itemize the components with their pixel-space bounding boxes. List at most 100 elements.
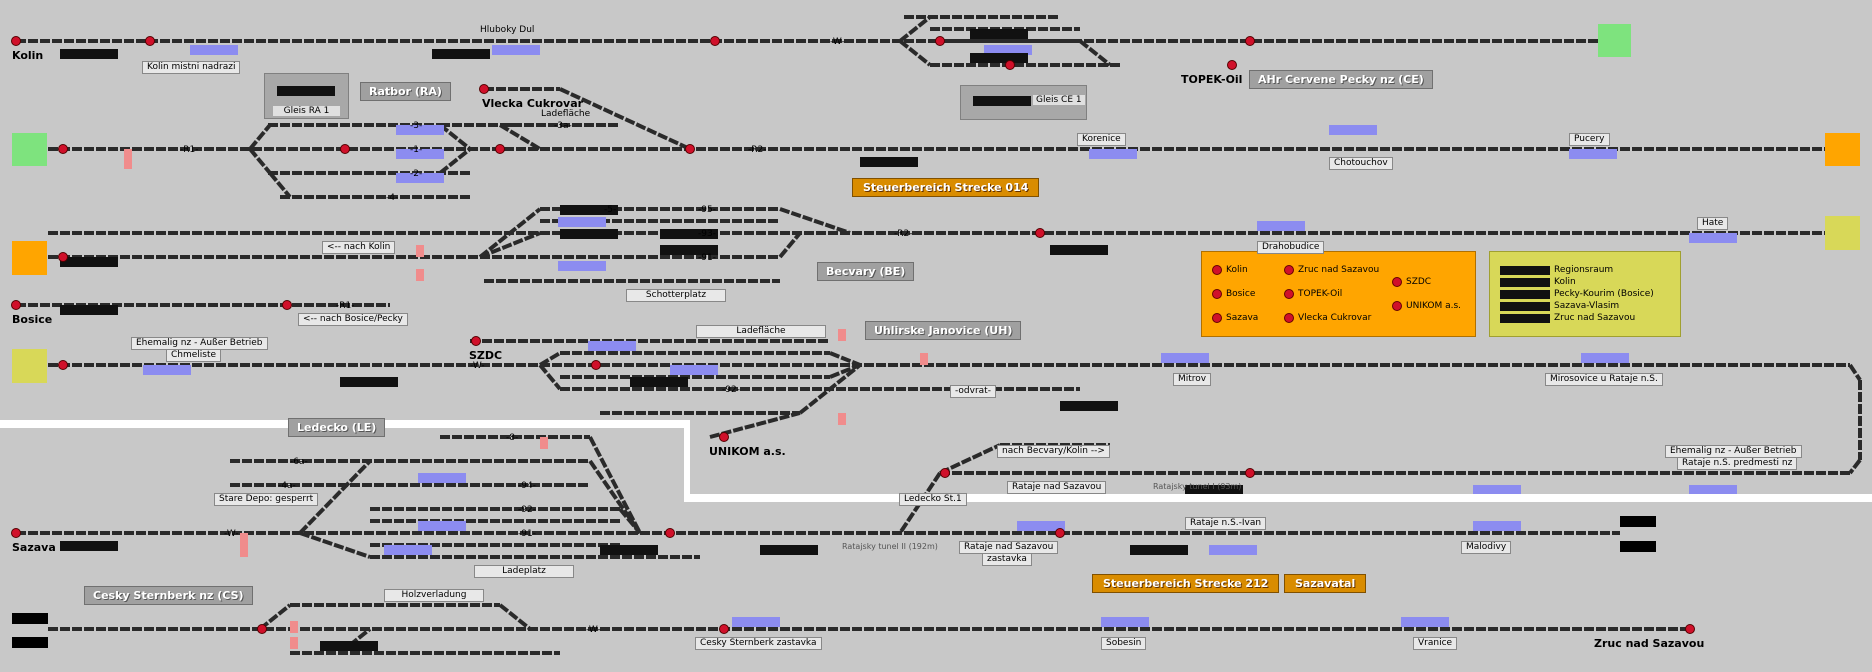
- signal-icon[interactable]: [340, 144, 350, 154]
- signal-icon[interactable]: [471, 336, 481, 346]
- area-ahr[interactable]: AHr Cervene Pecky nz (CE): [1249, 70, 1433, 89]
- legend-label: Bosice: [1226, 289, 1256, 299]
- area-ledecko[interactable]: Ledecko (LE): [288, 418, 386, 437]
- label-ratajsky-1: Ratajsky tunel I (93m): [1153, 482, 1242, 491]
- signal-icon[interactable]: [257, 624, 267, 634]
- rails-layer: [16, 15, 1862, 655]
- end-marker-black[interactable]: [1620, 541, 1656, 552]
- gleis-label: Gleis RA 1: [273, 106, 340, 116]
- signal-icon[interactable]: [1245, 468, 1255, 478]
- end-marker-yellow[interactable]: [1825, 216, 1860, 250]
- track-segment: [438, 147, 472, 175]
- track-block: [320, 641, 378, 651]
- track-block: [432, 49, 490, 59]
- signal-icon[interactable]: [719, 624, 729, 634]
- track-segment: [798, 363, 862, 415]
- signal-icon: [1392, 277, 1402, 287]
- block-pink: [416, 269, 424, 281]
- label-mirosovice: Mirosovice u Rataje n.S.: [1545, 373, 1663, 386]
- label-vranice: Vranice: [1413, 637, 1458, 650]
- signal-icon[interactable]: [940, 468, 950, 478]
- block-blue: [1089, 149, 1137, 159]
- end-marker-yellow[interactable]: [12, 349, 47, 383]
- signal-icon[interactable]: [719, 432, 729, 442]
- track-mark: -92-: [722, 385, 740, 395]
- signal-icon[interactable]: [665, 528, 675, 538]
- label-ledecko-st: Ledecko St.1: [899, 493, 967, 506]
- legend-item: Regionsraum: [1500, 265, 1613, 275]
- end-marker-orange[interactable]: [12, 241, 47, 275]
- strecke-212[interactable]: Steuerbereich Strecke 212: [1092, 574, 1280, 593]
- signal-icon[interactable]: [11, 300, 21, 310]
- gleis-ce1[interactable]: Gleis CE 1: [960, 85, 1087, 120]
- block-blue: [984, 45, 1032, 55]
- legend-orange: [1201, 251, 1476, 337]
- signal-icon[interactable]: [11, 36, 21, 46]
- signal-icon[interactable]: [1005, 60, 1015, 70]
- track-block: [60, 49, 118, 59]
- station-sazava[interactable]: Sazava: [12, 541, 56, 554]
- block-blue: [384, 545, 432, 555]
- station-vlecka[interactable]: Vlecka Cukrovar: [482, 97, 584, 110]
- end-marker-green[interactable]: [12, 133, 47, 166]
- signal-icon[interactable]: [58, 144, 68, 154]
- block-layer: [60, 29, 1737, 651]
- signal-icon[interactable]: [495, 144, 505, 154]
- signal-icon[interactable]: [58, 360, 68, 370]
- signal-icon[interactable]: [1055, 528, 1065, 538]
- end-marker-black[interactable]: [1620, 516, 1656, 527]
- track-block: [1050, 245, 1108, 255]
- track-segment: [939, 443, 1001, 475]
- strecke-sazavatal[interactable]: Sazavatal: [1284, 574, 1367, 593]
- strecke-014[interactable]: Steuerbereich Strecke 014: [852, 178, 1040, 197]
- block-blue: [396, 173, 444, 183]
- block-pink: [240, 533, 248, 545]
- end-marker-green[interactable]: [1598, 24, 1631, 57]
- area-becvary[interactable]: Becvary (BE): [817, 262, 915, 281]
- station-zruc[interactable]: Zruc nad Sazavou: [1594, 637, 1705, 650]
- area-ratbor[interactable]: Ratbor (RA): [360, 82, 451, 101]
- label-ratajsky-2: Ratajsky tunel II (192m): [842, 542, 938, 551]
- legend-item: Kolin: [1212, 265, 1248, 275]
- area-sternberk[interactable]: Cesky Sternberk nz (CS): [84, 586, 253, 605]
- label-nach-becvary: nach Becvary/Kolin -->: [997, 445, 1110, 458]
- signal-icon[interactable]: [11, 528, 21, 538]
- end-marker-black[interactable]: [12, 613, 48, 624]
- signal-icon[interactable]: [479, 84, 489, 94]
- station-bosice[interactable]: Bosice: [12, 313, 53, 326]
- signal-icon[interactable]: [685, 144, 695, 154]
- signal-icon[interactable]: [145, 36, 155, 46]
- signal-icon[interactable]: [282, 300, 292, 310]
- signal-icon[interactable]: [1245, 36, 1255, 46]
- area-uhlirske[interactable]: Uhlirske Janovice (UH): [865, 321, 1022, 340]
- signal-icon[interactable]: [1685, 624, 1695, 634]
- track-block: [760, 545, 818, 555]
- station-kolin[interactable]: Kolin: [12, 49, 44, 62]
- gleis-ra1[interactable]: Gleis RA 1: [264, 73, 349, 119]
- track-mark: -95-: [698, 205, 716, 215]
- label-stare-depo: Stare Depo: gesperrt: [214, 493, 319, 506]
- signal-icon[interactable]: [1035, 228, 1045, 238]
- label-mitrov: Mitrov: [1173, 373, 1212, 386]
- station-topek[interactable]: TOPEK-Oil: [1181, 73, 1243, 86]
- signal-icon[interactable]: [591, 360, 601, 370]
- signal-layer[interactable]: [11, 36, 1695, 634]
- block-blue: [1329, 125, 1377, 135]
- block-blue: [190, 45, 238, 55]
- station-szdc[interactable]: SZDC: [469, 349, 503, 362]
- track-block: [860, 157, 918, 167]
- signal-icon[interactable]: [710, 36, 720, 46]
- signal-icon[interactable]: [1227, 60, 1237, 70]
- block-pink: [838, 329, 846, 341]
- track-segment: [778, 231, 802, 259]
- label-ladeflache: Ladefläche: [696, 325, 826, 338]
- signal-icon[interactable]: [58, 252, 68, 262]
- end-marker-black[interactable]: [12, 637, 48, 648]
- track-segment: [498, 603, 532, 631]
- signal-icon[interactable]: [935, 36, 945, 46]
- block-blue: [1473, 485, 1521, 495]
- end-marker-orange[interactable]: [1825, 133, 1860, 166]
- station-unikom[interactable]: UNIKOM a.s.: [709, 445, 786, 458]
- legend-item: UNIKOM a.s.: [1392, 301, 1461, 311]
- label-rataje-ivan: Rataje n.S.-Ivan: [1185, 517, 1267, 530]
